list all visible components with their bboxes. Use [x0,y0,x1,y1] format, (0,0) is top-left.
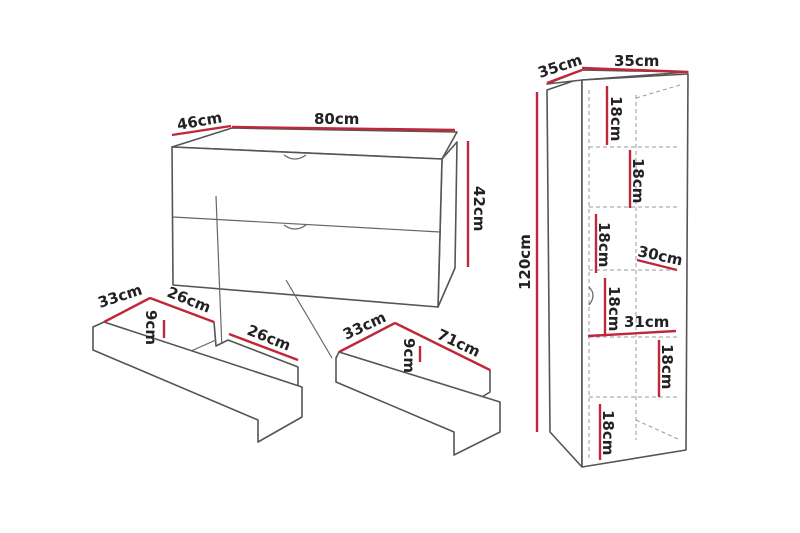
shelf-depth-dimension [546,68,583,85]
drawer-right-depth-dimension [338,321,396,354]
cabinet-width-label: 80cm [314,110,359,128]
shelf-unit: 35cm 35cm 120cm 18cm 18cm 18cm 18cm 18cm… [516,51,689,468]
shelf-height-label: 120cm [516,234,534,290]
compartment-2-label: 18cm [629,158,647,203]
cabinet-depth-dimension [171,124,232,137]
shelf-door-handle [588,286,594,306]
cabinet-width-dimension [231,125,456,132]
compartment-4-label: 18cm [605,286,623,331]
drawer-left-height-label: 9cm [142,310,160,345]
shelf-width-label: 35cm [614,52,659,70]
compartment-3-label: 18cm [595,222,613,267]
drawer-left-depth-dimension [103,296,151,324]
cabinet-front [171,146,443,308]
compartment-6-label: 18cm [599,410,617,455]
drawer-right-width-dimension [394,321,491,372]
drawer-handle-bottom [283,224,307,230]
shelf-compartments [588,84,681,460]
leader-line-bottom-drawer [285,279,333,359]
drawer-left-section2-dimension [228,332,299,362]
drawer-left-section1-dimension [149,296,215,324]
cabinet-depth-label: 46cm [176,108,224,134]
shelf-width-dimension [581,66,689,74]
drawer-right-height-label: 9cm [400,338,418,373]
cabinet-height-label: 42cm [470,186,488,231]
inner-width-dimension [587,329,677,338]
inner-width-label: 31cm [624,313,669,331]
inner-depth-dimension [636,258,678,272]
drawer-left: 33cm 26cm 26cm 9cm [92,281,303,443]
leader-line-top-drawer [215,195,223,351]
drawer-right-front [335,351,501,456]
cabinet: 46cm 80cm 42cm [171,108,488,359]
drawer-right: 33cm 71cm 9cm [335,308,501,456]
compartment-5-label: 18cm [658,344,676,389]
drawer-handle-top [283,154,307,160]
compartment-1-label: 18cm [607,96,625,141]
drawer-left-front [92,321,303,443]
shelf-side [546,77,583,468]
